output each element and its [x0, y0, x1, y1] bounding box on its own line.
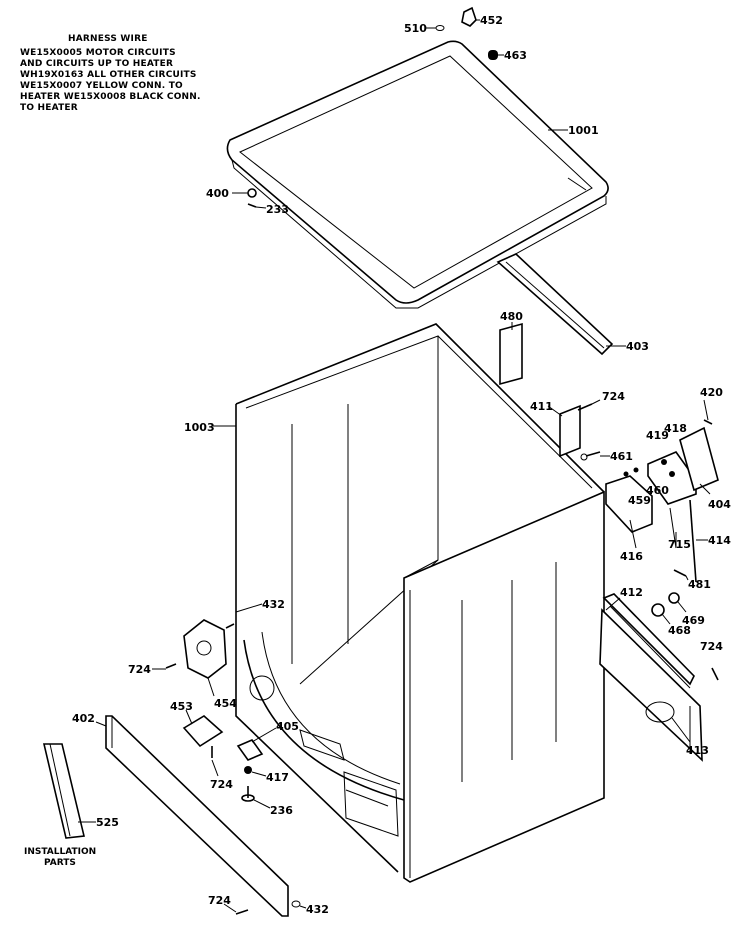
- label-724-a: 724: [602, 390, 625, 403]
- label-432-a: 432: [262, 598, 285, 611]
- label-469: 469: [682, 614, 705, 627]
- harness-note-line-5: HEATER WE15X0008 BLACK CONN.: [20, 92, 201, 102]
- label-419: 419: [646, 429, 669, 442]
- label-1003: 1003: [184, 421, 215, 434]
- harness-note-line-1: WE15X0005 MOTOR CIRCUITS: [20, 48, 176, 58]
- label-402: 402: [72, 712, 95, 725]
- label-460: 460: [646, 484, 669, 497]
- harness-note-line-3: WH19X0163 ALL OTHER CIRCUITS: [20, 70, 197, 80]
- left-side-parts: [165, 619, 235, 679]
- label-405: 405: [276, 720, 299, 733]
- label-403: 403: [626, 340, 649, 353]
- label-461: 461: [610, 450, 633, 463]
- label-724-b: 724: [700, 640, 723, 653]
- top-panel: [226, 40, 609, 309]
- label-454: 454: [214, 697, 237, 710]
- label-453: 453: [170, 700, 193, 713]
- wire-leads: [669, 499, 697, 583]
- harness-wire-title: HARNESS WIRE: [68, 34, 148, 44]
- cover-plate: [679, 419, 719, 492]
- label-233: 233: [266, 203, 289, 216]
- right-upper-parts: [499, 322, 593, 458]
- label-411: 411: [530, 400, 553, 413]
- label-724-c: 724: [128, 663, 151, 676]
- lower-left-parts: [182, 715, 264, 802]
- installation-parts-caption-1: INSTALLATION: [24, 847, 96, 857]
- label-481: 481: [688, 578, 711, 591]
- label-432-b: 432: [306, 903, 329, 916]
- label-715: 715: [668, 538, 691, 551]
- label-724-e: 724: [208, 894, 231, 907]
- harness-note-line-2: AND CIRCUITS UP TO HEATER: [20, 59, 174, 69]
- label-480: 480: [500, 310, 523, 323]
- label-724-d: 724: [210, 778, 233, 791]
- label-412: 412: [620, 586, 643, 599]
- label-420: 420: [700, 386, 723, 399]
- leader-lines: [78, 19, 711, 913]
- top-bracket: [496, 253, 614, 356]
- installation-parts-caption-2: PARTS: [44, 858, 76, 868]
- rear-rail-and-panel: [599, 592, 719, 762]
- label-510: 510: [404, 22, 427, 35]
- harness-note-line-4: WE15X0007 YELLOW CONN. TO: [20, 81, 183, 91]
- toe-kick-panel: [105, 715, 301, 917]
- thermostat-assembly: [580, 451, 697, 533]
- label-416: 416: [620, 550, 643, 563]
- part-labels: 510 452 463 1001 400 233 480 403 724 420…: [24, 14, 731, 916]
- label-1001: 1001: [568, 124, 599, 137]
- label-236: 236: [270, 804, 293, 817]
- label-404: 404: [708, 498, 731, 511]
- cabinet: [235, 323, 605, 883]
- installation-parts-bag: [42, 743, 85, 839]
- label-418: 418: [664, 422, 687, 435]
- harness-note-line-6: TO HEATER: [20, 103, 78, 113]
- label-452: 452: [480, 14, 503, 27]
- label-459: 459: [628, 494, 651, 507]
- harness-wire-note: HARNESS WIRE WE15X0005 MOTOR CIRCUITS AN…: [20, 34, 270, 114]
- label-400: 400: [206, 187, 229, 200]
- label-468: 468: [668, 624, 691, 637]
- label-525: 525: [96, 816, 119, 829]
- label-413: 413: [686, 744, 709, 757]
- label-414: 414: [708, 534, 731, 547]
- label-417: 417: [266, 771, 289, 784]
- label-463: 463: [504, 49, 527, 62]
